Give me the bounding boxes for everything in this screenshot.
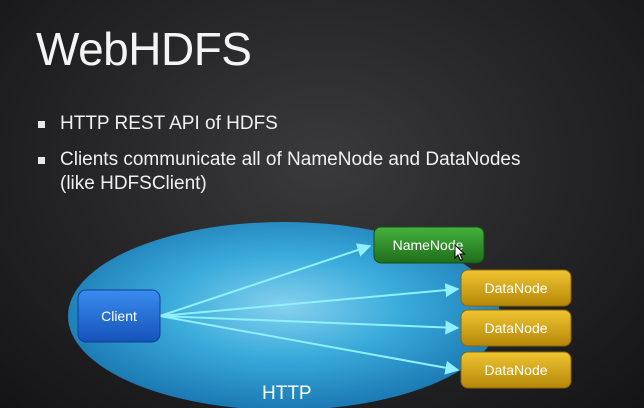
arrow-client-to-datanode-1 — [159, 283, 460, 317]
http-label: HTTP — [262, 383, 312, 404]
client-node-label: Client — [101, 308, 137, 324]
connection-arrows — [159, 243, 460, 375]
datanode-node: DataNode — [460, 309, 572, 347]
arrow-client-to-namenode — [159, 243, 372, 317]
namenode-node: NameNode — [373, 226, 485, 264]
datanode-node-label: DataNode — [484, 362, 547, 378]
bullet-item: Clients communicate all of NameNode and … — [36, 148, 520, 196]
bullet-text: HTTP REST API of HDFS — [60, 113, 278, 134]
datanode-node-label: DataNode — [484, 320, 547, 336]
square-bullet-icon — [38, 157, 45, 164]
bullet-list: HTTP REST API of HDFS Clients communicat… — [36, 112, 520, 208]
datanode-node: DataNode — [460, 269, 572, 307]
http-ellipse — [68, 222, 500, 408]
bullet-text: Clients communicate all of NameNode and … — [60, 149, 521, 170]
square-bullet-icon — [38, 121, 45, 128]
mouse-pointer-icon — [454, 244, 466, 262]
datanode-node: DataNode — [460, 351, 572, 389]
arrow-client-to-datanode-3 — [159, 315, 460, 375]
datanode-node-label: DataNode — [484, 280, 547, 296]
bullet-text-continued: (like HDFSClient) — [60, 173, 207, 194]
namenode-node-label: NameNode — [393, 237, 464, 253]
arrow-client-to-datanode-2 — [159, 315, 460, 335]
bullet-item: HTTP REST API of HDFS — [36, 112, 520, 136]
slide-title: WebHDFS — [36, 23, 252, 75]
client-node: Client — [77, 289, 161, 343]
